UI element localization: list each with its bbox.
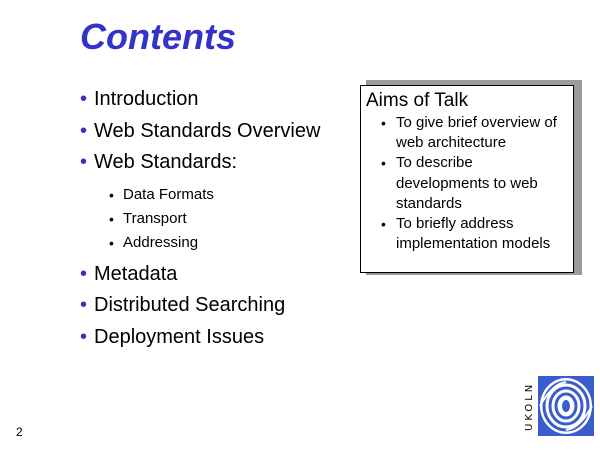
page-number: 2	[16, 425, 23, 439]
contents-subitem-label: Transport	[123, 209, 187, 227]
bullet-icon: •	[80, 294, 88, 317]
aims-item-label: To give brief overview of web architectu…	[396, 114, 557, 152]
bullet-icon: •	[80, 262, 88, 285]
contents-item-label: Distributed Searching	[94, 294, 286, 317]
contents-item: • Deployment Issues	[78, 322, 320, 354]
contents-item-label: Web Standards Overview	[94, 119, 321, 142]
contents-subitem: • Transport	[78, 207, 320, 231]
aims-item-label: To describe developments to web standard…	[396, 154, 538, 212]
contents-list: • Introduction • Web Standards Overview …	[78, 84, 320, 354]
contents-sublist: • Data Formats • Transport • Addressing	[78, 179, 320, 259]
slide-title: Contents	[80, 16, 236, 57]
bullet-icon: •	[80, 151, 88, 174]
aims-item: • To give brief overview of web architec…	[361, 113, 573, 153]
bullet-icon: •	[109, 186, 114, 203]
bullet-icon: •	[109, 210, 114, 227]
aims-list: • To give brief overview of web architec…	[361, 113, 573, 254]
aims-item-label: To briefly address implementation models	[396, 215, 551, 253]
bullet-icon: •	[80, 325, 88, 348]
contents-item-label: Deployment Issues	[94, 325, 265, 348]
bullet-icon: •	[109, 234, 114, 251]
contents-item-label: Metadata	[94, 262, 178, 285]
contents-item: • Web Standards Overview	[78, 116, 320, 148]
contents-item-label: Web Standards:	[94, 151, 238, 174]
contents-subitem: • Data Formats	[78, 183, 320, 207]
ukoln-logo: UKOLN	[524, 376, 594, 438]
logo-text: UKOLN	[524, 381, 535, 431]
contents-subitem-label: Data Formats	[123, 185, 214, 203]
bullet-icon: •	[381, 155, 386, 172]
bullet-icon: •	[381, 216, 386, 233]
contents-item: • Introduction	[78, 84, 320, 116]
bullet-icon: •	[80, 119, 88, 142]
contents-subitem: • Addressing	[78, 231, 320, 255]
aims-box: Aims of Talk • To give brief overview of…	[360, 85, 574, 273]
contents-item: • Metadata	[78, 259, 320, 291]
aims-item: • To briefly address implementation mode…	[361, 214, 573, 254]
ukoln-swirl-icon	[538, 376, 594, 436]
bullet-icon: •	[381, 115, 386, 131]
contents-item-label: Introduction	[94, 88, 199, 110]
aims-item: • To describe developments to web standa…	[361, 153, 573, 214]
aims-title: Aims of Talk	[366, 90, 469, 111]
contents-item: • Web Standards:	[78, 147, 320, 179]
contents-subitem-label: Addressing	[123, 233, 199, 251]
bullet-icon: •	[80, 88, 88, 110]
contents-item: • Distributed Searching	[78, 290, 320, 322]
contents-sublist-container: • Data Formats • Transport • Addressing	[78, 179, 320, 259]
